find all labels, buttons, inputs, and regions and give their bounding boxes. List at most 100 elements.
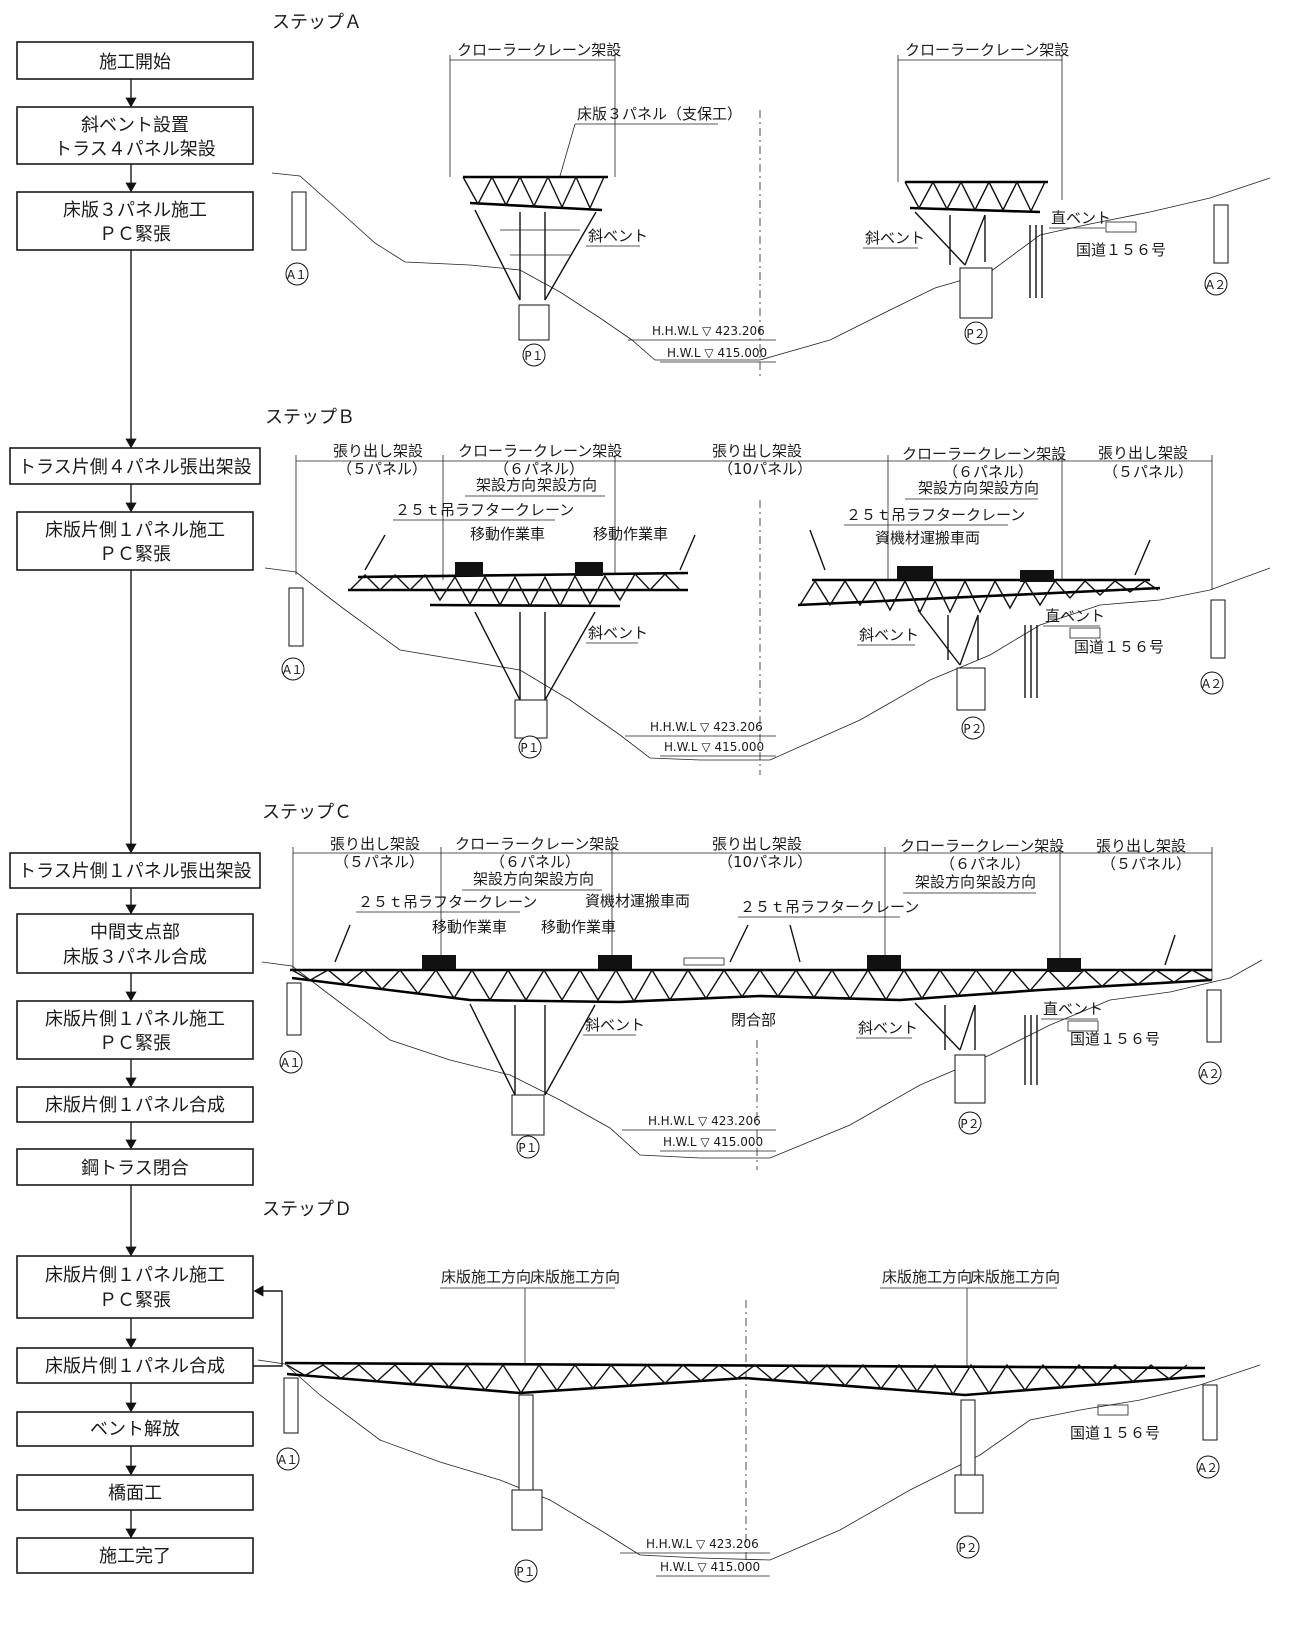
hwl-label-b: H.W.L ▽ 415.000 [664, 740, 764, 754]
p1-label-c: P１ [518, 1141, 537, 1155]
svg-text:床版３パネル施工: 床版３パネル施工 [63, 200, 207, 221]
deck-dir-d2a: 床版施工方向 [882, 1268, 972, 1286]
erect-dir-c1a: 架設方向 [473, 870, 533, 888]
flow-step-deck-side1-b: 床版片側１パネル施工 ＰＣ緊張 [16, 1000, 254, 1060]
erect-dir-c2a: 架設方向 [915, 873, 975, 891]
cant-label-c1: 張り出し架設 [330, 835, 420, 853]
panel6-label-c2: （６パネル） [940, 855, 1030, 873]
a2-label-b: A２ [1202, 677, 1222, 691]
flow-step-start: 施工開始 [16, 41, 254, 80]
p2-label-a: P２ [966, 327, 985, 341]
route-label-c: 国道１５６号 [1070, 1030, 1160, 1048]
panel6-label-b2: （６パネル） [943, 463, 1033, 481]
terrain-line [257, 1359, 1261, 1561]
erect-dir-b2a: 架設方向 [918, 479, 978, 497]
a2-label-c: A２ [1200, 1067, 1220, 1081]
svg-text:施工完了: 施工完了 [99, 1546, 171, 1567]
straight-vent-label-b: 直ベント [1045, 607, 1105, 625]
svg-text:床版片側１パネル施工: 床版片側１パネル施工 [45, 520, 225, 541]
rough-crane-label-c2: ２５ｔ吊ラフタークレーン [740, 898, 919, 916]
cant-label-c2: 張り出し架設 [1096, 837, 1186, 855]
flow-step-surface-work: 橋面工 [16, 1474, 254, 1511]
flow-step-complete: 施工完了 [16, 1537, 254, 1574]
a1-label-c: A１ [281, 1056, 301, 1070]
crawler-label-c1: クローラークレーン架設 [455, 835, 619, 853]
a2-label-d: A２ [1198, 1461, 1218, 1475]
full-truss-d [284, 1361, 1206, 1531]
svg-text:鋼トラス閉合: 鋼トラス閉合 [81, 1158, 189, 1179]
p2-label-c: P２ [960, 1117, 979, 1131]
erect-dir-b2b: 架設方向 [979, 479, 1039, 497]
terrain-line [264, 567, 1271, 761]
diag-vent-label-c2: 斜ベント [858, 1019, 918, 1037]
flow-step-vent-truss: 斜ベント設置 トラス４パネル架設 [16, 106, 254, 165]
deck-dir-d1b: 床版施工方向 [530, 1268, 620, 1286]
a1-label-d: A１ [278, 1453, 298, 1467]
a2-label-a: A２ [1206, 278, 1226, 292]
erect-dir-b1b: 架設方向 [537, 476, 597, 494]
cant-label-b2: 張り出し架設 [1098, 444, 1188, 462]
svg-text:斜ベント設置: 斜ベント設置 [81, 115, 189, 136]
svg-text:床版片側１パネル施工: 床版片側１パネル施工 [45, 1265, 225, 1286]
hwl-label-d: H.W.L ▽ 415.000 [660, 1560, 760, 1574]
p1-label-b: P１ [520, 741, 539, 755]
flow-step-truss-closure: 鋼トラス閉合 [16, 1148, 254, 1186]
diag-vent-label-a2: 斜ベント [865, 229, 925, 247]
crawler-label-b1: クローラークレーン架設 [458, 442, 622, 460]
svg-text:中間支点部: 中間支点部 [90, 922, 180, 943]
p1-label-a: P１ [524, 349, 543, 363]
full-truss-c [290, 924, 1213, 1136]
straight-vent-label-c: 直ベント [1043, 1000, 1103, 1018]
a1-label-a: A１ [287, 268, 307, 282]
svg-text:床版片側１パネル合成: 床版片側１パネル合成 [45, 1356, 225, 1377]
step-b-title: ステップＢ [265, 407, 355, 428]
flow-step-deck3: 床版３パネル施工 ＰＣ緊張 [16, 191, 254, 251]
straight-vent-label-a: 直ベント [1051, 209, 1111, 227]
svg-text:ベント解放: ベント解放 [90, 1419, 180, 1440]
mobile-car-label-b1: 移動作業車 [470, 525, 545, 543]
diag-vent-label-b2: 斜ベント [859, 626, 919, 644]
svg-text:ＰＣ緊張: ＰＣ緊張 [99, 224, 171, 245]
diag-vent-label-b1: 斜ベント [588, 624, 648, 642]
flow-step-deck-composite-a: 床版片側１パネル合成 [16, 1086, 254, 1123]
flow-step-truss-cant1: トラス片側１パネル張出架設 [9, 852, 261, 889]
svg-text:床版片側１パネル合成: 床版片側１パネル合成 [45, 1095, 225, 1116]
cant-label-c-mid: 張り出し架設 [712, 835, 802, 853]
p1-truss-a [462, 175, 608, 341]
flow-step-deck-side1-a: 床版片側１パネル施工 ＰＣ緊張 [16, 511, 254, 571]
panel10-label-c: （10パネル） [718, 853, 812, 871]
route-label-d: 国道１５６号 [1070, 1424, 1160, 1442]
panel10-label-b: （10パネル） [718, 460, 812, 478]
hhwl-label-d: H.H.W.L ▽ 423.206 [646, 1537, 759, 1551]
terrain-line [261, 959, 1263, 1159]
route-label-a: 国道１５６号 [1076, 241, 1166, 259]
panel6-label-b1: （６パネル） [494, 460, 584, 478]
step-d-drawing: ステップＤ 床版施工方向 床版施工方向 床版施工方向 床版施工方向 国道１５６号… [257, 1199, 1261, 1583]
cant5-label-c1: （５パネル） [334, 853, 424, 871]
erect-dir-c1b: 架設方向 [534, 870, 594, 888]
cant-label-b1: 張り出し架設 [333, 442, 423, 460]
rough-crane-label-b2: ２５ｔ吊ラフタークレーン [846, 506, 1025, 524]
deck-dir-d2b: 床版施工方向 [970, 1268, 1060, 1286]
erect-dir-b1a: 架設方向 [476, 476, 536, 494]
hhwl-label-a: H.H.W.L ▽ 423.206 [652, 324, 765, 338]
flow-step-deck-composite-b: 床版片側１パネル合成 [16, 1347, 254, 1384]
mobile-car-label-c2: 移動作業車 [541, 918, 616, 936]
flow-connectors [125, 79, 283, 1539]
p2-truss-a [904, 180, 1048, 319]
flow-step-truss-cant4: トラス片側４パネル張出架設 [9, 447, 261, 485]
cant5-label-b2: （５パネル） [1103, 463, 1193, 481]
cant5-label-c2: （５パネル） [1101, 855, 1191, 873]
svg-text:トラス片側４パネル張出架設: トラス片側４パネル張出架設 [18, 457, 252, 478]
mobile-car-label-c1: 移動作業車 [432, 918, 507, 936]
crawler-label-c2: クローラークレーン架設 [900, 837, 1064, 855]
crawler-label-a1: クローラークレーン架設 [457, 41, 621, 59]
crawler-label-a2: クローラークレーン架設 [905, 41, 1069, 59]
step-c-title: ステップＣ [262, 802, 352, 823]
flow-step-mid-support: 中間支点部 床版３パネル合成 [16, 913, 254, 974]
route-label-b: 国道１５６号 [1074, 638, 1164, 656]
svg-text:ＰＣ緊張: ＰＣ緊張 [99, 1033, 171, 1054]
step-d-title: ステップＤ [262, 1199, 352, 1220]
a1-label-b: A１ [283, 663, 303, 677]
